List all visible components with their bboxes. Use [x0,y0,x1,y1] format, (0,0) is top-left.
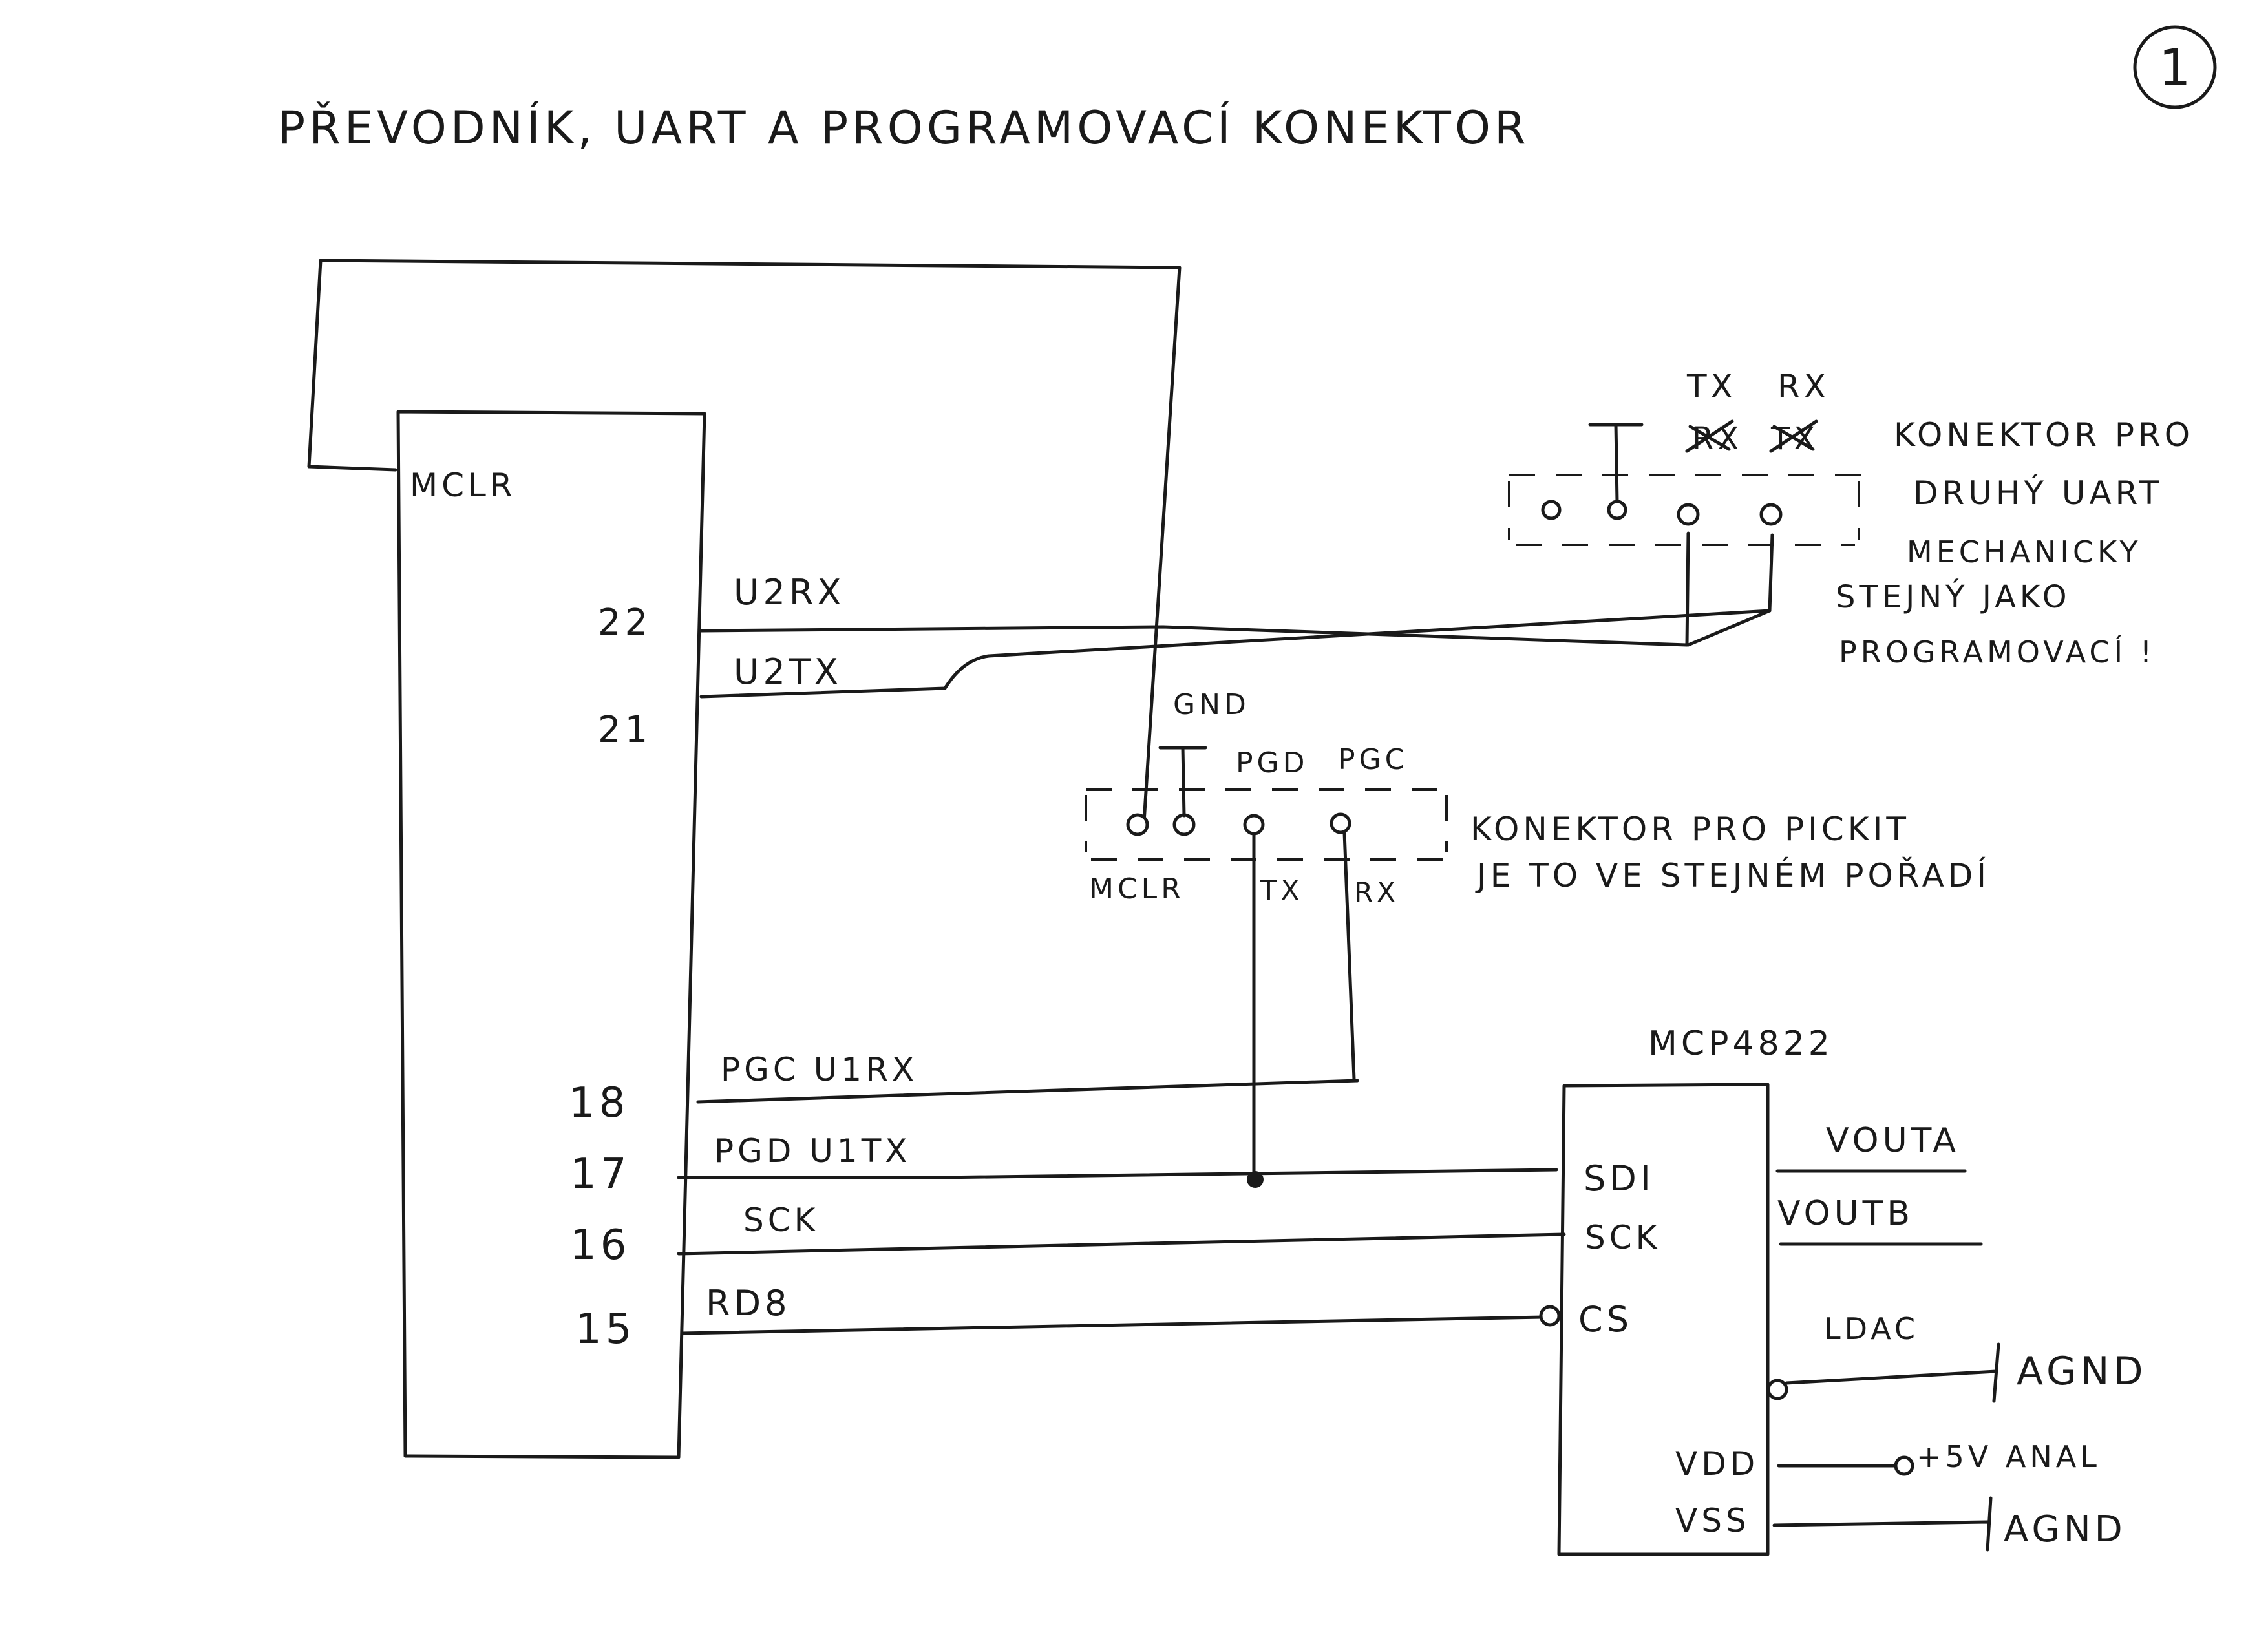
uart2-wires: U2RX U2TX [699,531,1774,699]
pickit-connector: GND PGD PGC MCLR TX RX [1085,688,1448,908]
dac-pin-vdd: VDD [1675,1445,1759,1483]
uart2-note-line-3: MECHANICKY [1907,534,2142,569]
programming-wires: PGC U1RX PGD U1TX SCK RD8 [677,830,1566,1335]
dac-pin-sck: SCK [1585,1219,1660,1256]
signal-pgc-u1rx: PGC U1RX [721,1051,918,1088]
mcu-pin-17-number: 17 [570,1150,630,1198]
pickit-tx-label: TX [1260,874,1303,906]
dac-vdd-net: +5V ANAL [1916,1439,2101,1474]
dac-pin-cs: CS [1578,1299,1633,1340]
dac-pin-ldac: LDAC [1824,1311,1919,1346]
pickit-gnd-label: GND [1173,688,1250,721]
uart2-note-line-4: STEJNÝ JAKO [1836,578,2071,615]
page-number-badge: 1 [2133,25,2217,109]
mcu-pin-16-number: 16 [570,1221,630,1269]
uart2-struck-label-1: RX [1692,421,1743,457]
mcu-chip: MCLR 22 21 18 17 16 15 [396,410,706,1459]
mcu-pin-21-number: 21 [598,709,652,751]
dac-vss-net: AGND [2004,1508,2126,1550]
dac-pin-sdi: SDI [1584,1158,1655,1199]
uart2-tx-label: TX [1686,368,1737,405]
mcu-pin-22-number: 22 [598,602,652,644]
mcu-pin-18-number: 18 [569,1079,629,1127]
dac-pin-voutb: VOUTB [1777,1194,1914,1233]
mcu-pin-15-number: 15 [575,1305,635,1353]
signal-u2tx: U2TX [734,651,842,692]
junction-dot [1247,1171,1264,1188]
dac-pin-vouta: VOUTA [1826,1121,1960,1160]
uart2-note-line-1: KONEKTOR PRO [1894,416,2194,454]
uart2-note-line-2: DRUHÝ UART [1913,474,2163,512]
mclr-wire [307,259,1182,824]
mcu-mclr-label: MCLR [410,467,516,504]
page-number: 1 [2159,39,2195,98]
pickit-mclr-label: MCLR [1089,872,1185,905]
uart2-note-line-5: PROGRAMOVACÍ ! [1839,635,2156,670]
pickit-note: KONEKTOR PRO PICKIT JE TO VE STEJNÉM POŘ… [1470,810,1990,894]
dac-ldac-net: AGND [2017,1349,2147,1394]
pickit-rx-label: RX [1354,876,1399,908]
page-title: PŘEVODNÍK, UART A PROGRAMOVACÍ KONEKTOR [278,101,1530,154]
dac-name: MCP4822 [1648,1024,1834,1063]
dac-chip: MCP4822 SDI SCK CS VDD VSS VOUTA VOUTB L… [1539,1024,2147,1556]
dac-pin-vss: VSS [1675,1502,1750,1539]
pickit-pgc-label: PGC [1338,743,1408,776]
pickit-note-line-2: JE TO VE STEJNÉM POŘADÍ [1475,856,1990,894]
signal-u2rx: U2RX [734,572,845,613]
signal-pgd-u1tx: PGD U1TX [714,1132,911,1170]
uart2-rx-label: RX [1777,368,1830,405]
pickit-note-line-1: KONEKTOR PRO PICKIT [1470,810,1910,848]
signal-sck: SCK [743,1201,819,1239]
pickit-pgd-label: PGD [1236,746,1309,779]
signal-rd8: RD8 [706,1283,790,1324]
uart2-connector: TX RX RX TX [1508,368,1861,546]
uart2-note: KONEKTOR PRO DRUHÝ UART MECHANICKY STEJN… [1836,416,2194,670]
